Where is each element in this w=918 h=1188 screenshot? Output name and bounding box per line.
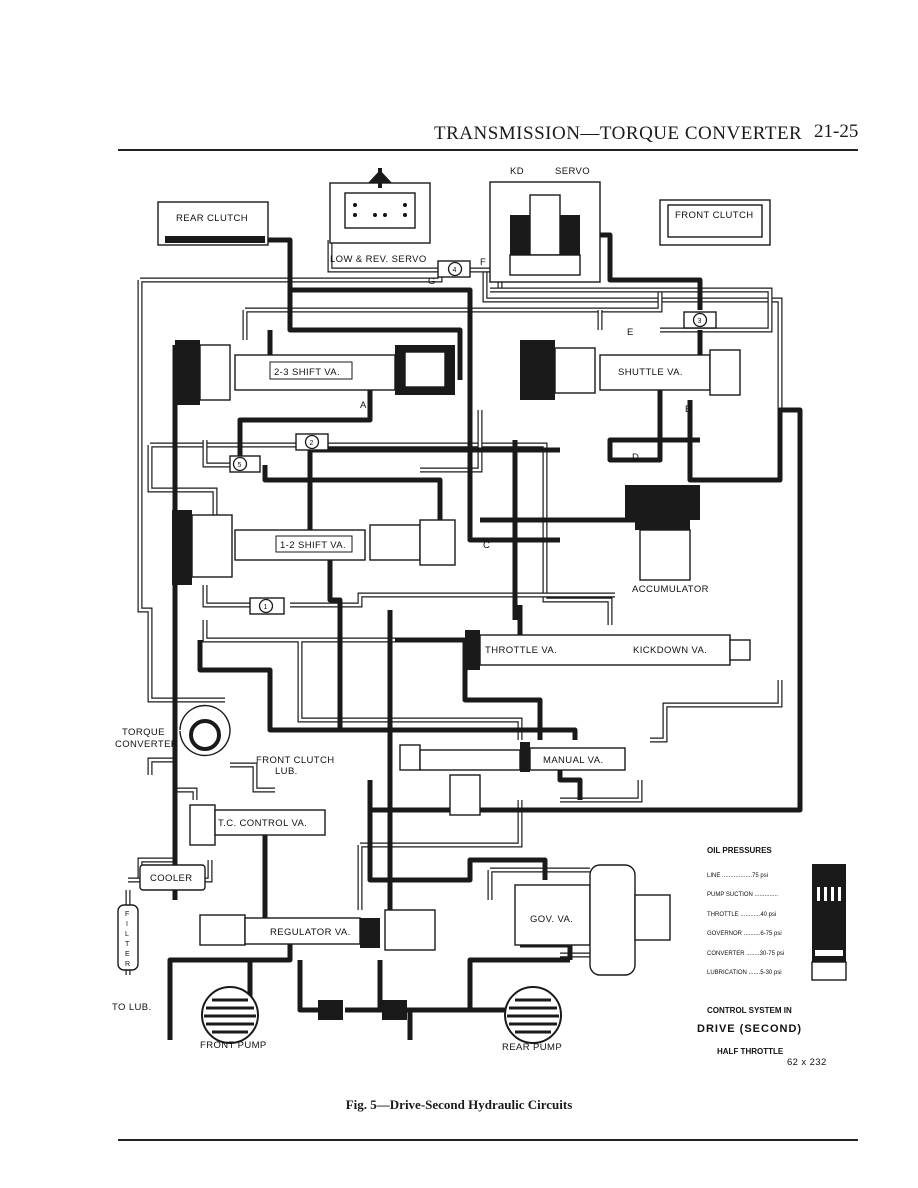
svg-text:I: I	[126, 921, 128, 928]
oil-pressure-legend: OIL PRESSURES LINE ..................75 …	[697, 846, 847, 1068]
svg-text:T: T	[125, 941, 130, 948]
svg-text:G: G	[428, 276, 436, 287]
manual-valve-label: MANUAL VA.	[543, 755, 604, 766]
legend-swatch-lubrication	[811, 961, 847, 981]
cooler-label: COOLER	[150, 873, 193, 884]
svg-text:L: L	[125, 931, 129, 938]
legend-swatch-governor	[812, 924, 846, 944]
svg-text:D: D	[632, 452, 639, 463]
rear-pump-label: REAR PUMP	[502, 1042, 562, 1053]
legend-swatch-pump-suction	[812, 884, 846, 904]
check-valve-1: 1	[264, 604, 268, 611]
svg-text:F: F	[480, 257, 486, 268]
drive-mode-label: DRIVE (SECOND)	[697, 1023, 802, 1035]
legend-swatch-throttle	[812, 904, 846, 924]
legend-swatch-line	[812, 864, 846, 884]
manual-valve: MANUAL VA.	[399, 742, 626, 816]
shift-valve-1-2-label: 1-2 SHIFT VA.	[280, 540, 346, 551]
kickdown-valve-label: KICKDOWN VA.	[633, 645, 707, 656]
check-valve-5: 5	[238, 462, 242, 469]
accumulator-label: ACCUMULATOR	[632, 584, 709, 595]
kd-servo: KD SERVO	[489, 166, 601, 283]
front-clutch-lub-label-2: LUB.	[275, 766, 298, 777]
shuttle-valve-label: SHUTTLE VA.	[618, 367, 683, 378]
legend-item-converter: CONVERTER ........30-75 psi	[707, 951, 784, 957]
legend-item-lubrication: LUBRICATION .......5-30 psi	[707, 970, 782, 976]
rear-pump: REAR PUMP	[502, 986, 562, 1053]
shift-valve-2-3: 2-3 SHIFT VA.	[175, 340, 455, 405]
to-lub-label: TO LUB.	[112, 1002, 152, 1013]
check-valve-3: 3	[698, 318, 702, 325]
legend-item-pump-suction: PUMP SUCTION ..............	[707, 892, 778, 898]
svg-text:C: C	[483, 540, 490, 551]
tc-control-valve-label: T.C. CONTROL VA.	[218, 818, 307, 829]
svg-text:E: E	[125, 951, 130, 958]
front-clutch-lub-label-1: FRONT CLUTCH	[256, 755, 335, 766]
throttle-valve-label: THROTTLE VA.	[485, 645, 557, 656]
regulator-valve: REGULATOR VA.	[199, 909, 436, 951]
legend-item-throttle: THROTTLE ............40 psi	[707, 912, 776, 918]
governor-valve: GOV. VA.	[514, 864, 671, 976]
line-restrictions	[318, 1000, 407, 1020]
servo-label: SERVO	[555, 166, 590, 177]
passage-letters: A B C D E F G	[360, 257, 692, 551]
front-pump-label: FRONT PUMP	[200, 1040, 267, 1051]
check-valves: 4 3 2 5 1	[229, 260, 717, 615]
front-clutch-label: FRONT CLUTCH	[675, 210, 754, 221]
control-system-label: CONTROL SYSTEM IN	[707, 1006, 792, 1015]
svg-text:B: B	[685, 404, 692, 415]
torque-converter-label-1: TORQUE	[122, 727, 165, 738]
front-clutch: FRONT CLUTCH	[659, 199, 771, 246]
legend-item-line: LINE ..................75 psi	[707, 873, 768, 879]
low-rev-servo-label: LOW & REV. SERVO	[330, 254, 427, 265]
shift-valve-1-2: 1-2 SHIFT VA.	[172, 510, 456, 585]
svg-text:R: R	[125, 961, 130, 968]
shift-valve-2-3-label: 2-3 SHIFT VA.	[274, 367, 340, 378]
svg-text:F: F	[125, 911, 129, 918]
footer-rule	[118, 1139, 858, 1141]
rear-clutch-label: REAR CLUTCH	[176, 213, 248, 224]
tc-control-valve: T.C. CONTROL VA.	[189, 804, 326, 846]
regulator-valve-label: REGULATOR VA.	[270, 927, 351, 938]
accumulator: ACCUMULATOR	[625, 485, 709, 595]
throttle-kickdown-valve-body: THROTTLE VA. KICKDOWN VA.	[465, 630, 751, 670]
header-rule	[118, 149, 858, 151]
page-number: 21-25	[814, 121, 859, 142]
torque-converter: TORQUE CONVERTER	[115, 704, 231, 757]
throttle-position-label: HALF THROTTLE	[717, 1047, 784, 1056]
check-valve-4: 4	[453, 267, 457, 274]
front-pump: FRONT PUMP	[200, 986, 267, 1051]
kd-label: KD	[510, 166, 524, 177]
torque-converter-label-2: CONVERTER	[115, 739, 178, 750]
cooler: COOLER	[139, 864, 206, 891]
figure-caption: Fig. 5—Drive-Second Hydraulic Circuits	[345, 1097, 573, 1112]
low-rev-servo: LOW & REV. SERVO	[329, 168, 431, 265]
filter: F I L T E R	[117, 904, 139, 971]
page-header-title: TRANSMISSION—TORQUE CONVERTER	[434, 123, 803, 144]
shuttle-valve: SHUTTLE VA.	[520, 340, 741, 400]
figure-code: 62 x 232	[787, 1057, 827, 1068]
lubrication-converter-passages	[125, 240, 783, 975]
legend-item-governor: GOVERNOR ..........6-75 psi	[707, 931, 782, 937]
check-valve-2: 2	[310, 440, 314, 447]
legend-title: OIL PRESSURES	[707, 846, 772, 855]
svg-text:E: E	[627, 327, 634, 338]
governor-valve-label: GOV. VA.	[530, 914, 573, 925]
svg-text:A: A	[360, 400, 367, 411]
rear-clutch: REAR CLUTCH	[157, 201, 269, 246]
